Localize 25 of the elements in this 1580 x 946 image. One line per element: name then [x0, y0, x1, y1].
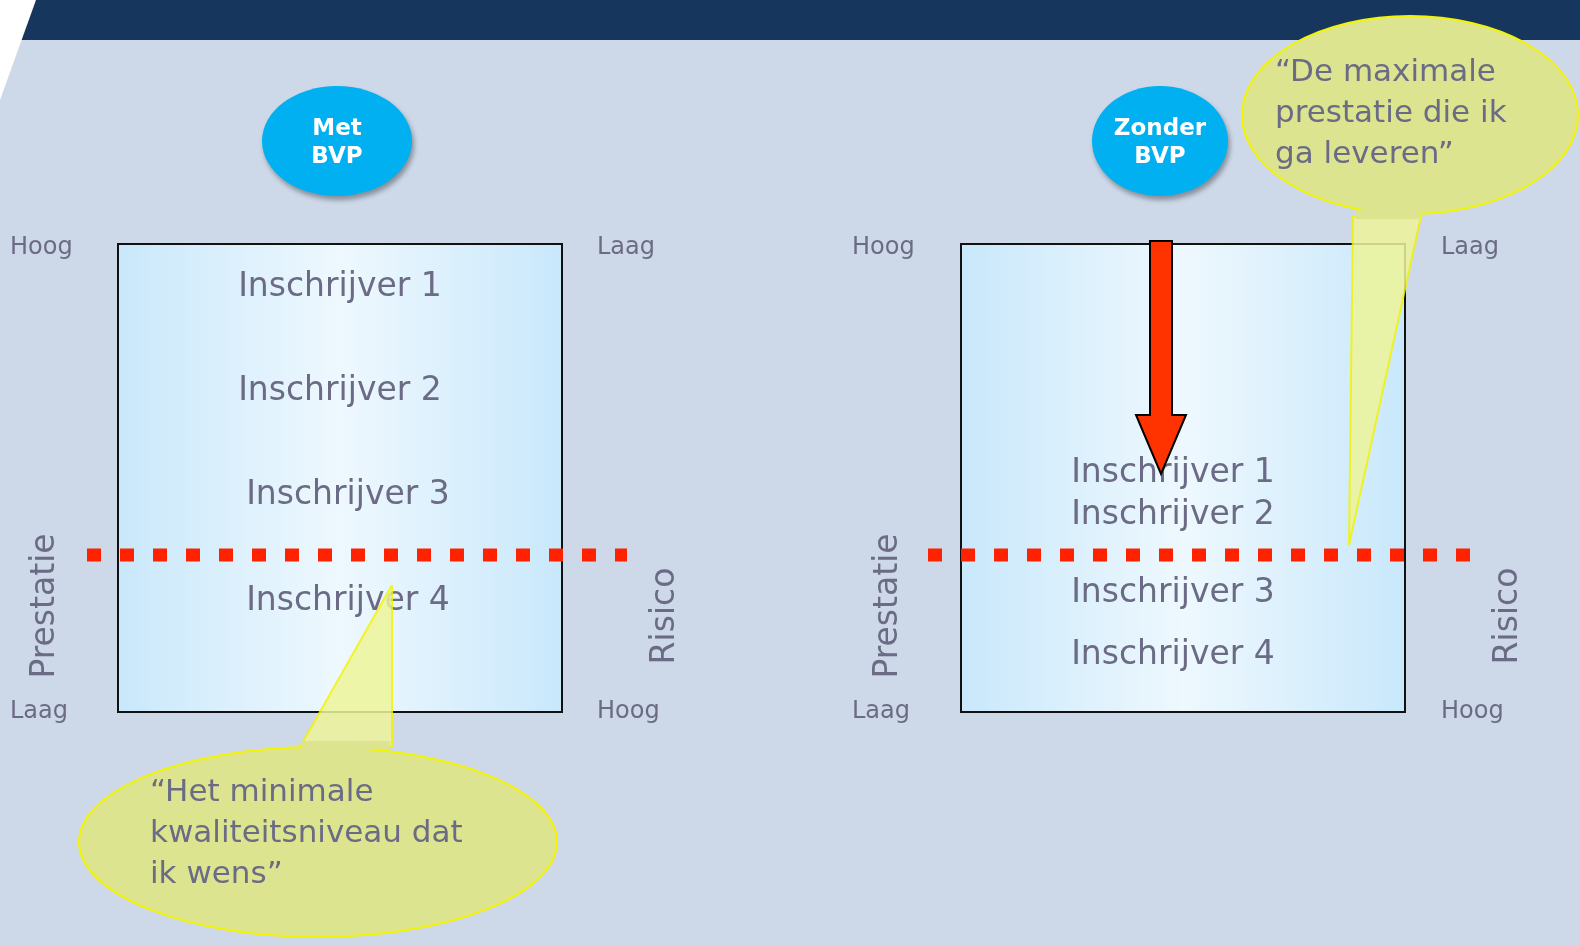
ellipse-label: Met BVP — [310, 113, 364, 169]
scale-label: Laag — [597, 232, 656, 260]
axis-label: Risico — [642, 567, 682, 665]
scale-label: Laag — [10, 696, 69, 724]
callout-text: “De maximale prestatie die ik ga leveren” — [1275, 51, 1508, 172]
bidder-label: Inschrijver 3 — [1071, 571, 1275, 610]
bidder-label: Inschrijver 3 — [246, 473, 450, 512]
bidder-label: Inschrijver 4 — [1071, 633, 1275, 672]
scale-label: Hoog — [852, 232, 915, 260]
scale-label: Hoog — [597, 696, 660, 724]
callout-text: “Het minimale kwaliteitsniveau dat ik wens” — [150, 771, 464, 892]
bidder-label: Inschrijver 1 — [238, 265, 442, 304]
axis-label: Prestatie — [22, 533, 62, 679]
bidder-label: Inschrijver 1 — [1071, 451, 1275, 490]
axis-label: Prestatie — [865, 533, 905, 679]
ellipse-label: Zonder BVP — [1112, 113, 1208, 169]
axis-label: Risico — [1485, 567, 1525, 665]
scale-label: Hoog — [10, 232, 73, 260]
bidder-label: Inschrijver 2 — [238, 369, 442, 408]
bidder-label: Inschrijver 2 — [1071, 493, 1275, 532]
scale-label: Laag — [852, 696, 911, 724]
scale-label: Hoog — [1441, 696, 1504, 724]
ranking-box — [960, 243, 1406, 713]
ranking-box — [117, 243, 563, 713]
scale-label: Laag — [1441, 232, 1500, 260]
